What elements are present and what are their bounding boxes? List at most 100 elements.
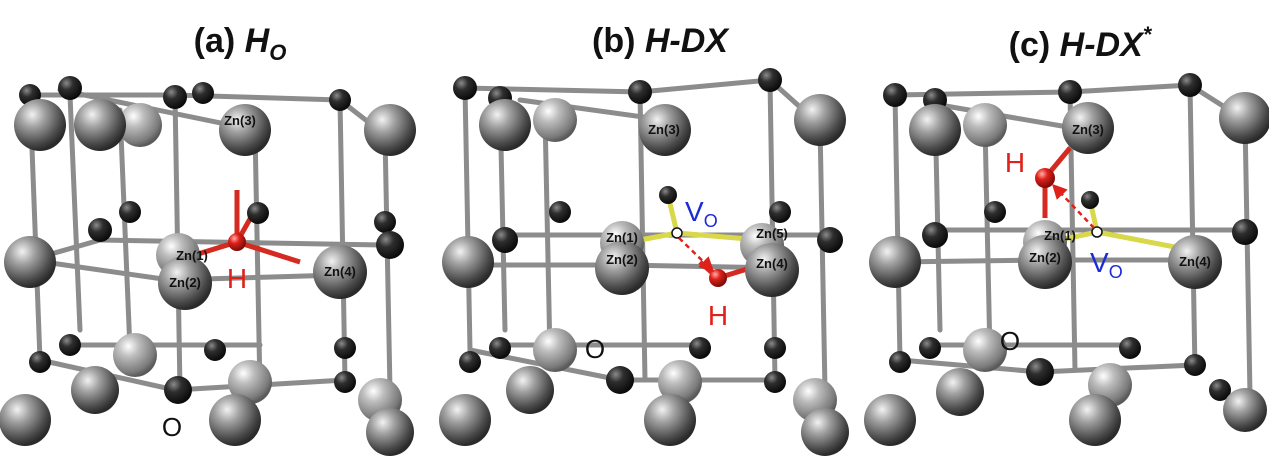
o-atom [659, 186, 677, 204]
o-atom [919, 337, 941, 359]
zn-atom [209, 394, 261, 446]
zn2-label: Zn(2) [606, 252, 638, 267]
zn-atom [1069, 394, 1121, 446]
o-atom [689, 337, 711, 359]
o-atom [922, 222, 948, 248]
o-atom [192, 82, 214, 104]
migration-arrow [678, 237, 715, 273]
o-label: O [585, 334, 605, 364]
o-atom [628, 80, 652, 104]
o-atom [1058, 80, 1082, 104]
panel-c-vacancy-bonds [1059, 199, 1181, 251]
zn-atom-4 [1168, 235, 1222, 289]
panel-a: (a) HO [0, 22, 416, 456]
zn-atom-4 [745, 243, 799, 297]
o-atom [549, 201, 571, 223]
zn-atom [228, 360, 272, 404]
vacancy-label: VO [685, 196, 718, 231]
vacancy-label: VO [1090, 247, 1123, 282]
o-atom [817, 227, 843, 253]
o-atom [247, 202, 269, 224]
h-atom [709, 269, 727, 287]
h-label: H [227, 263, 247, 294]
panel-c: (c) H-DX* [864, 22, 1269, 446]
vacancy-site [1091, 226, 1103, 238]
zn-atom [442, 236, 494, 288]
zn-atom [936, 368, 984, 416]
panel-c-atoms [864, 73, 1269, 446]
panel-c-title: (c) H-DX* [1009, 22, 1153, 64]
o-atom [758, 68, 782, 92]
o-atom [492, 227, 518, 253]
h-atom [1035, 168, 1055, 188]
zn4-label: Zn(4) [756, 256, 788, 271]
zn-atom-3 [639, 104, 691, 156]
zn2-label: Zn(2) [169, 275, 201, 290]
zn-atom [479, 99, 531, 151]
panel-b: (b) H-DX [439, 22, 849, 456]
h-atom [228, 233, 246, 251]
zn3-label: Zn(3) [1072, 122, 1104, 137]
zn-atom [366, 408, 414, 456]
zn1-label: Zn(1) [176, 248, 208, 263]
zn-atom [113, 333, 157, 377]
o-atom [374, 211, 396, 233]
zn-atom [658, 360, 702, 404]
zn-atom [533, 328, 577, 372]
o-atom [459, 351, 481, 373]
zn-atom [1223, 388, 1267, 432]
zn-atom [439, 394, 491, 446]
zn-atom [864, 394, 916, 446]
zn-atom-4 [313, 245, 367, 299]
vacancy-site [671, 227, 683, 239]
zn-atom [74, 99, 126, 151]
zn-atom [71, 366, 119, 414]
zn-atom [14, 99, 66, 151]
zn-atom [801, 408, 849, 456]
o-atom [764, 337, 786, 359]
zn-atom-3 [219, 104, 271, 156]
zn1-label: Zn(1) [606, 230, 638, 245]
o-atom [334, 337, 356, 359]
o-atom-center [606, 366, 634, 394]
o-atom [889, 351, 911, 373]
o-atom-center [1026, 358, 1054, 386]
o-atom [334, 371, 356, 393]
o-label: O [162, 412, 182, 442]
zn-atom [1219, 92, 1269, 144]
o-atom [88, 218, 112, 242]
o-atom [376, 231, 404, 259]
o-atom [453, 76, 477, 100]
zn1-label: Zn(1) [1044, 228, 1076, 243]
o-atom [1232, 219, 1258, 245]
panel-b-title: (b) H-DX [592, 22, 730, 60]
o-atom [1209, 379, 1231, 401]
migration-arrow [1051, 183, 1095, 229]
o-atom [1184, 354, 1206, 376]
zn-atom [869, 236, 921, 288]
panel-a-atoms [0, 76, 416, 456]
zn-atom-2 [158, 256, 212, 310]
zn4-label: Zn(4) [324, 264, 356, 279]
o-atom [29, 351, 51, 373]
o-atom [764, 371, 786, 393]
zn-atom [963, 103, 1007, 147]
panel-a-title: (a) HO [194, 22, 287, 65]
zn-atom [364, 104, 416, 156]
o-atom [769, 201, 791, 223]
o-atom [59, 334, 81, 356]
zn-atom-2 [595, 241, 649, 295]
o-atom [489, 337, 511, 359]
h-label: H [1005, 147, 1025, 178]
zn-atom [506, 366, 554, 414]
o-atom [163, 85, 187, 109]
zn3-label: Zn(3) [648, 122, 680, 137]
o-atom [1081, 191, 1099, 209]
o-atom [58, 76, 82, 100]
panel-b-atoms [439, 68, 849, 456]
h-label: H [708, 300, 728, 331]
zn4-label: Zn(4) [1179, 254, 1211, 269]
zn5-label: Zn(5) [756, 226, 788, 241]
o-atom [329, 89, 351, 111]
